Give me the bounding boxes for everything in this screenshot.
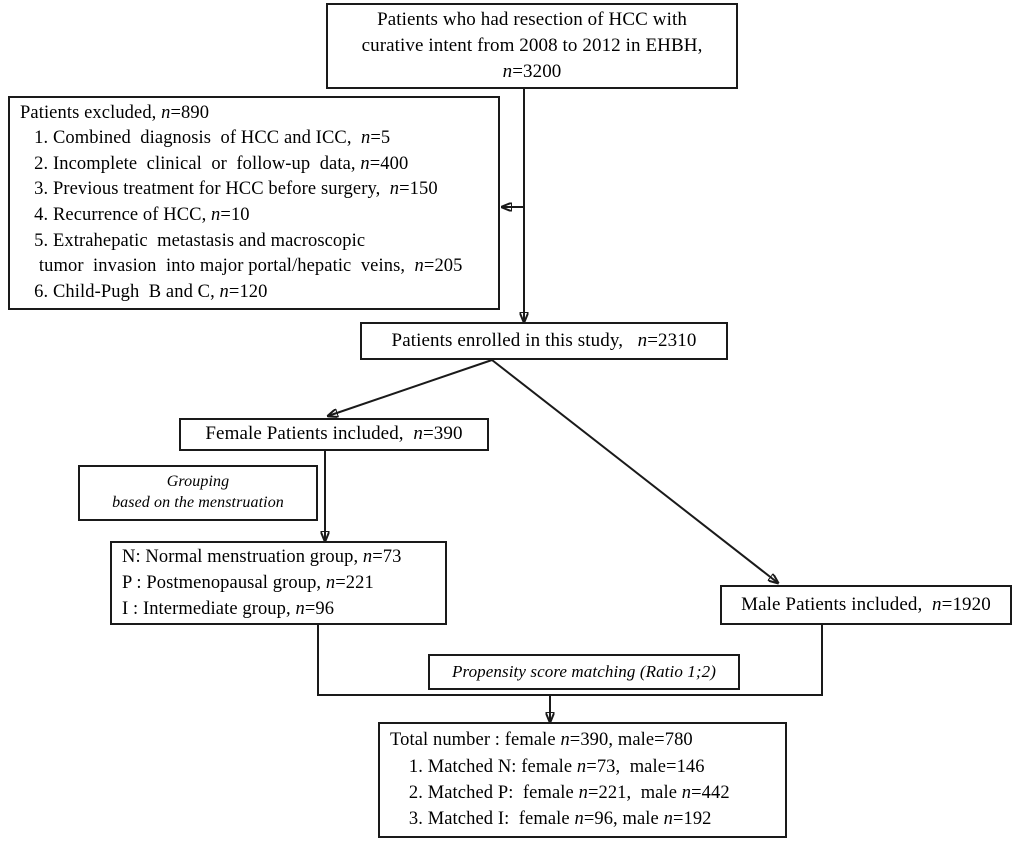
node-line: Male Patients included, n=1920 <box>741 593 991 615</box>
node-line: 5. Extrahepatic metastasis and macroscop… <box>20 230 366 251</box>
node-line: 4. Recurrence of HCC, n=10 <box>20 205 250 225</box>
node-female-patients: Female Patients included, n=390 <box>179 418 489 451</box>
node-male-patients: Male Patients included, n=1920 <box>720 585 1012 625</box>
edge-enrolled-to-male <box>491 359 778 583</box>
node-line: 1. Combined diagnosis of HCC and ICC, n=… <box>20 128 391 149</box>
node-line: 3. Matched I: female n=96, male n=192 <box>390 809 712 830</box>
node-line: 3. Previous treatment for HCC before sur… <box>20 179 438 200</box>
node-line: Grouping <box>166 473 230 491</box>
node-line: 6. Child-Pugh B and C, n=120 <box>20 281 268 302</box>
node-excluded-patients: Patients excluded, n=890 1. Combined dia… <box>8 96 500 310</box>
node-line: based on the menstruation <box>112 494 284 511</box>
node-line: I : Intermediate group, n=96 <box>122 599 335 620</box>
node-propensity-score-matching: Propensity score matching (Ratio 1;2) <box>428 654 740 690</box>
node-line: P : Postmenopausal group, n=221 <box>122 572 374 593</box>
node-line: N: Normal menstruation group, n=73 <box>122 546 402 567</box>
edge-enrolled-to-female <box>328 359 493 416</box>
node-matched-totals: Total number : female n=390, male=780 1.… <box>378 722 787 838</box>
node-line: tumor invasion into major portal/hepatic… <box>20 256 463 277</box>
node-line: Total number : female n=390, male=780 <box>390 730 693 751</box>
node-line: 2. Matched P: female n=221, male n=442 <box>390 783 730 803</box>
node-menstruation-groups: N: Normal menstruation group, n=73 P : P… <box>110 541 447 625</box>
node-line: Female Patients included, n=390 <box>205 423 463 445</box>
node-line: 2. Incomplete clinical or follow-up data… <box>20 153 409 174</box>
node-line: Patients enrolled in this study, n=2310 <box>391 329 697 351</box>
node-line: Patients excluded, n=890 <box>20 102 210 123</box>
node-line: curative intent from 2008 to 2012 in EHB… <box>361 35 703 57</box>
node-line: Patients who had resection of HCC with <box>377 9 687 31</box>
node-line: 1. Matched N: female n=73, male=146 <box>390 756 705 777</box>
node-line: n=3200 <box>502 60 562 82</box>
node-source-cohort: Patients who had resection of HCC with c… <box>326 3 738 89</box>
node-grouping-method: Grouping based on the menstruation <box>78 465 318 521</box>
node-enrolled-patients: Patients enrolled in this study, n=2310 <box>360 322 728 360</box>
node-line: Propensity score matching (Ratio 1;2) <box>452 661 716 681</box>
